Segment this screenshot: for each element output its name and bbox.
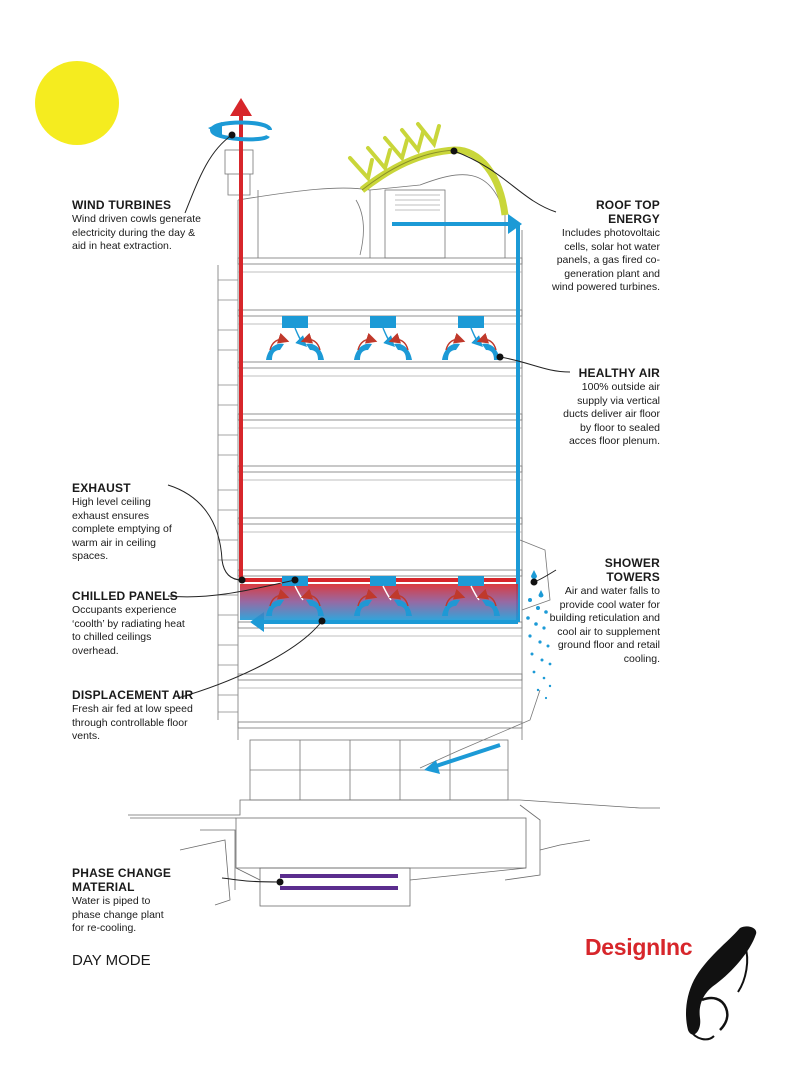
label-displacement-air: DISPLACEMENT AIR Fresh air fed at low sp… <box>72 688 202 744</box>
roof-top-energy-title: ROOF TOP ENERGY <box>595 198 660 226</box>
label-healthy-air: HEALTHY AIR 100% outside air supply via … <box>560 366 660 449</box>
healthy-air-desc: 100% outside air supply via vertical duc… <box>563 381 660 448</box>
wind-turbines-desc: Wind driven cowls generate electricity d… <box>72 213 201 253</box>
leader-dots <box>228 131 538 886</box>
chilled-panels-title: CHILLED PANELS <box>72 589 178 603</box>
leader-lines <box>167 134 571 883</box>
label-chilled-panels: CHILLED PANELS Occupants experience ‘coo… <box>72 589 188 658</box>
healthy-air-floor <box>266 316 500 360</box>
label-exhaust: EXHAUST High level ceiling exhaust ensur… <box>72 481 180 564</box>
displacement-air-title: DISPLACEMENT AIR <box>72 688 194 702</box>
wind-turbines-title: WIND TURBINES <box>72 198 172 212</box>
label-phase-change-material: PHASE CHANGE MATERIAL Water is piped to … <box>72 866 232 936</box>
healthy-air-title: HEALTHY AIR <box>578 366 660 380</box>
brand-logo-text: DesignInc <box>585 934 693 960</box>
exhaust-desc: High level ceiling exhaust ensures compl… <box>72 496 172 563</box>
label-wind-turbines: WIND TURBINES Wind driven cowls generate… <box>72 198 212 254</box>
chilled-panel-floor <box>240 576 518 620</box>
roof-top-energy-desc: Includes photovoltaic cells, solar hot w… <box>552 227 660 294</box>
turbine-rotation-arrow <box>208 120 272 142</box>
supply-riser-blue <box>250 214 522 632</box>
phase-change-material-title: PHASE CHANGE MATERIAL <box>72 866 172 894</box>
shower-towers-desc: Air and water falls to provide cool wate… <box>549 585 660 665</box>
phase-change-pipes <box>280 874 398 890</box>
mode-label: DAY MODE <box>72 952 151 969</box>
label-roof-top-energy: ROOF TOP ENERGY Includes photovoltaic ce… <box>548 198 660 295</box>
displacement-air-desc: Fresh air fed at low speed through contr… <box>72 703 193 743</box>
ground-air-supply-arrow <box>424 743 501 774</box>
shower-towers-title: SHOWER TOWERS <box>604 556 660 584</box>
label-shower-towers: SHOWER TOWERS Air and water falls to pro… <box>548 556 660 667</box>
building-structure <box>217 149 551 801</box>
phase-change-material-desc: Water is piped to phase change plant for… <box>72 895 164 935</box>
floor-slabs <box>237 257 523 729</box>
exhaust-title: EXHAUST <box>72 481 131 495</box>
chilled-panels-desc: Occupants experience ‘coolth’ by radiati… <box>72 604 185 657</box>
brand-swirl-icon <box>686 926 757 1041</box>
sun-icon <box>35 61 119 145</box>
shower-water-drops <box>526 570 552 700</box>
solar-panel-arc <box>348 122 509 216</box>
